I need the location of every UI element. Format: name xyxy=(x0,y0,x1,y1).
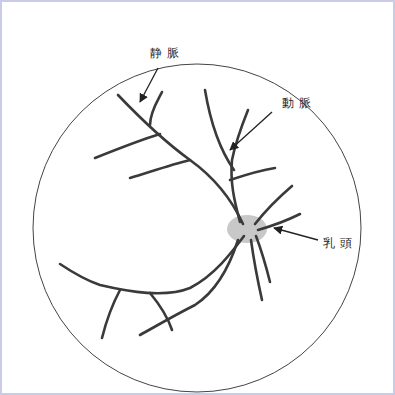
leader-lines xyxy=(140,68,318,240)
part-label: 静脈 xyxy=(150,46,185,60)
part-label: 乳頭 xyxy=(323,236,358,250)
vessels xyxy=(60,90,300,338)
part-label: 動脈 xyxy=(282,96,317,110)
fundus-outline xyxy=(33,64,361,392)
